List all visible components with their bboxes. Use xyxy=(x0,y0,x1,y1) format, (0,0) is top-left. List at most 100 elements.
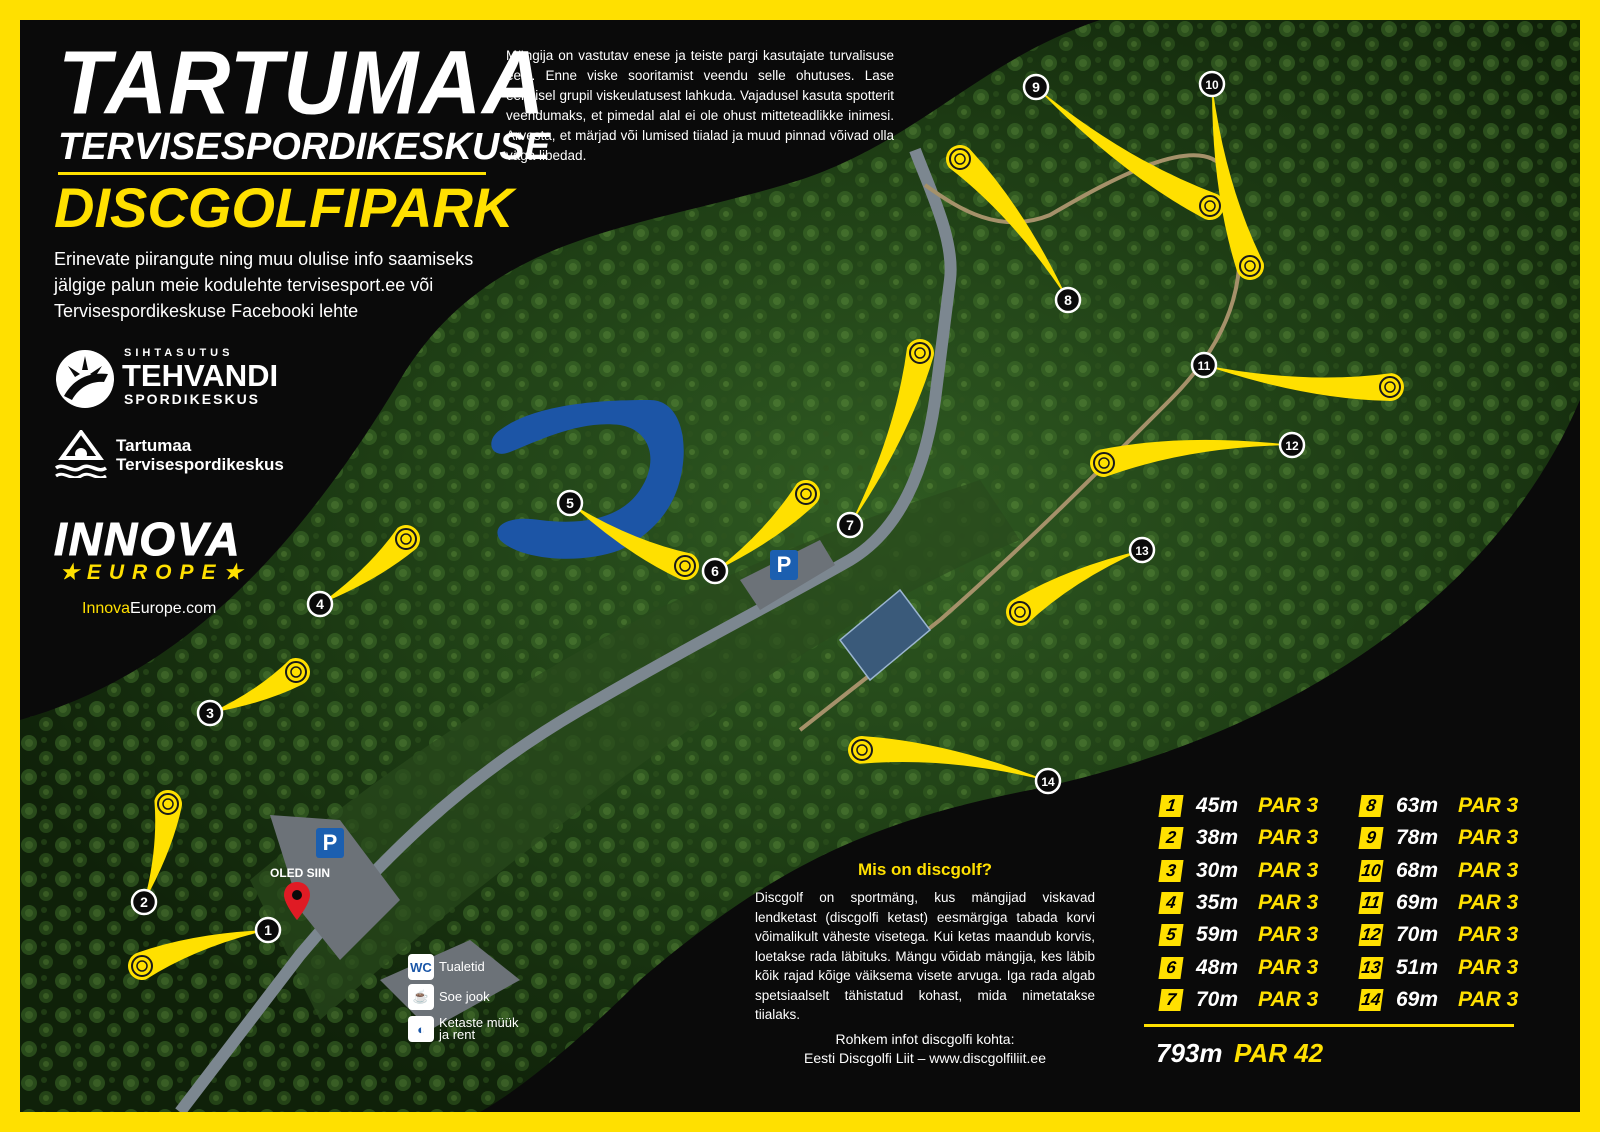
fairway-hole-6 xyxy=(715,480,820,571)
disc-icon: ◐ xyxy=(408,1016,434,1042)
hole-distance: 59m xyxy=(1196,923,1239,947)
tee-marker-hole-7: 7 xyxy=(836,511,864,539)
hole-par: PAR 3 xyxy=(1458,923,1519,947)
fairway-hole-14 xyxy=(848,736,1048,781)
tehvandi-sub: SPORDIKESKUS xyxy=(124,391,261,407)
pond xyxy=(491,400,684,559)
fairway-hole-12 xyxy=(1090,439,1292,477)
legend-disc-rental: ◐ Ketaste müük ja rent xyxy=(408,1016,531,1042)
hole-number: 5 xyxy=(1158,924,1184,947)
hole-number: 6 xyxy=(1158,956,1184,979)
scorecard-row-hole-5: 5 59m PAR 3 xyxy=(1158,921,1319,949)
hole-par: PAR 3 xyxy=(1458,890,1519,914)
hole-distance: 38m xyxy=(1196,826,1239,850)
hole-number: 7 xyxy=(1158,988,1184,1011)
tee-marker-hole-10: 10 xyxy=(1198,70,1226,98)
star-icon: ★ xyxy=(223,561,251,584)
hole-distance: 48m xyxy=(1196,955,1239,979)
fairway-hole-4 xyxy=(320,525,420,604)
hole-number: 4 xyxy=(1158,891,1184,914)
hole-distance: 69m xyxy=(1396,890,1439,914)
fairway-hole-11 xyxy=(1204,365,1404,401)
fairway-hole-7 xyxy=(850,339,934,525)
parking-lot xyxy=(270,815,400,960)
innova-url[interactable]: InnovaEurope.com xyxy=(82,600,217,617)
tee-number: 5 xyxy=(566,495,574,511)
tee-number: 12 xyxy=(1285,439,1299,453)
tee-marker-hole-14: 14 xyxy=(1034,767,1062,795)
hole-distance: 69m xyxy=(1396,987,1439,1011)
tee-number: 1 xyxy=(264,922,272,938)
title-divider xyxy=(58,172,486,175)
hole-number: 11 xyxy=(1358,891,1384,914)
total-distance: 793m xyxy=(1156,1038,1223,1068)
basket-icon xyxy=(131,955,153,977)
tee-number: 11 xyxy=(1198,359,1211,373)
hole-par: PAR 3 xyxy=(1258,955,1319,979)
tehvandi-logo: SIHTASUTUS TEHVANDI SPORDIKESKUS xyxy=(54,348,304,410)
hole-par: PAR 3 xyxy=(1258,890,1319,914)
tee-marker-hole-11: 11 xyxy=(1190,351,1218,379)
hole-distance: 63m xyxy=(1396,794,1439,817)
tee-marker-hole-6: 6 xyxy=(701,557,729,585)
star-icon: ★ xyxy=(60,561,87,584)
basket-icon xyxy=(1379,376,1401,398)
basket-icon xyxy=(909,342,931,364)
hole-par: PAR 3 xyxy=(1258,794,1319,817)
tartumaa-line1: Tartumaa xyxy=(116,436,192,455)
hole-distance: 51m xyxy=(1396,955,1439,979)
hole-distance: 78m xyxy=(1396,826,1439,850)
scorecard-row-hole-11: 11 69m PAR 3 xyxy=(1358,889,1519,917)
hole-par: PAR 3 xyxy=(1258,923,1319,947)
discgolfiliit-link[interactable]: Eesti Discgolfi Liit – www.discgolfiliit… xyxy=(804,1050,1046,1066)
basket-icon xyxy=(674,555,696,577)
tee-number: 10 xyxy=(1205,78,1219,92)
basket-icon xyxy=(157,793,179,815)
fairway-hole-3 xyxy=(210,658,310,713)
total-par: PAR 42 xyxy=(1234,1038,1324,1068)
swimmer-icon xyxy=(54,430,108,478)
tee-marker-hole-13: 13 xyxy=(1128,536,1156,564)
hole-par: PAR 3 xyxy=(1258,987,1319,1011)
title-discgolfipark: DISCGOLFIPARK xyxy=(54,176,514,239)
basket-icon xyxy=(285,661,307,683)
tartumaa-logo: Tartumaa Tervisespordikeskus xyxy=(54,430,314,480)
tee-number: 9 xyxy=(1032,79,1040,95)
fairway-hole-5 xyxy=(570,503,699,580)
hole-par: PAR 3 xyxy=(1458,987,1519,1011)
fairway-hole-9 xyxy=(1036,87,1224,220)
title-tartumaa: TARTUMAA xyxy=(58,32,546,134)
tehvandi-top: SIHTASUTUS xyxy=(124,347,234,359)
tee-marker-hole-9: 9 xyxy=(1022,73,1050,101)
tee-number: 7 xyxy=(846,517,854,533)
fairway-hole-2 xyxy=(144,790,182,902)
main-road xyxy=(175,147,957,1112)
tee-marker-hole-1: 1 xyxy=(254,916,282,944)
title-tervisespordikeskuse: TERVISESPORDIKESKUSE xyxy=(58,126,550,168)
legend-toilets: WC Tualetid xyxy=(408,954,531,980)
hole-number: 14 xyxy=(1358,988,1384,1011)
basket-icon xyxy=(1009,601,1031,623)
tee-number: 4 xyxy=(316,596,324,612)
intro-text: Erinevate piirangute ning muu olulise in… xyxy=(54,249,474,321)
hole-distance: 35m xyxy=(1196,890,1239,914)
tee-number: 8 xyxy=(1064,292,1072,308)
hole-par: PAR 3 xyxy=(1258,826,1319,850)
basket-icon xyxy=(795,483,817,505)
hole-number: 8 xyxy=(1358,795,1384,817)
basket-icon xyxy=(851,739,873,761)
scorecard-divider xyxy=(1144,1024,1514,1027)
safety-text: Mängija on vastutav enese ja teiste parg… xyxy=(506,48,894,163)
tee-marker-hole-8: 8 xyxy=(1054,286,1082,314)
